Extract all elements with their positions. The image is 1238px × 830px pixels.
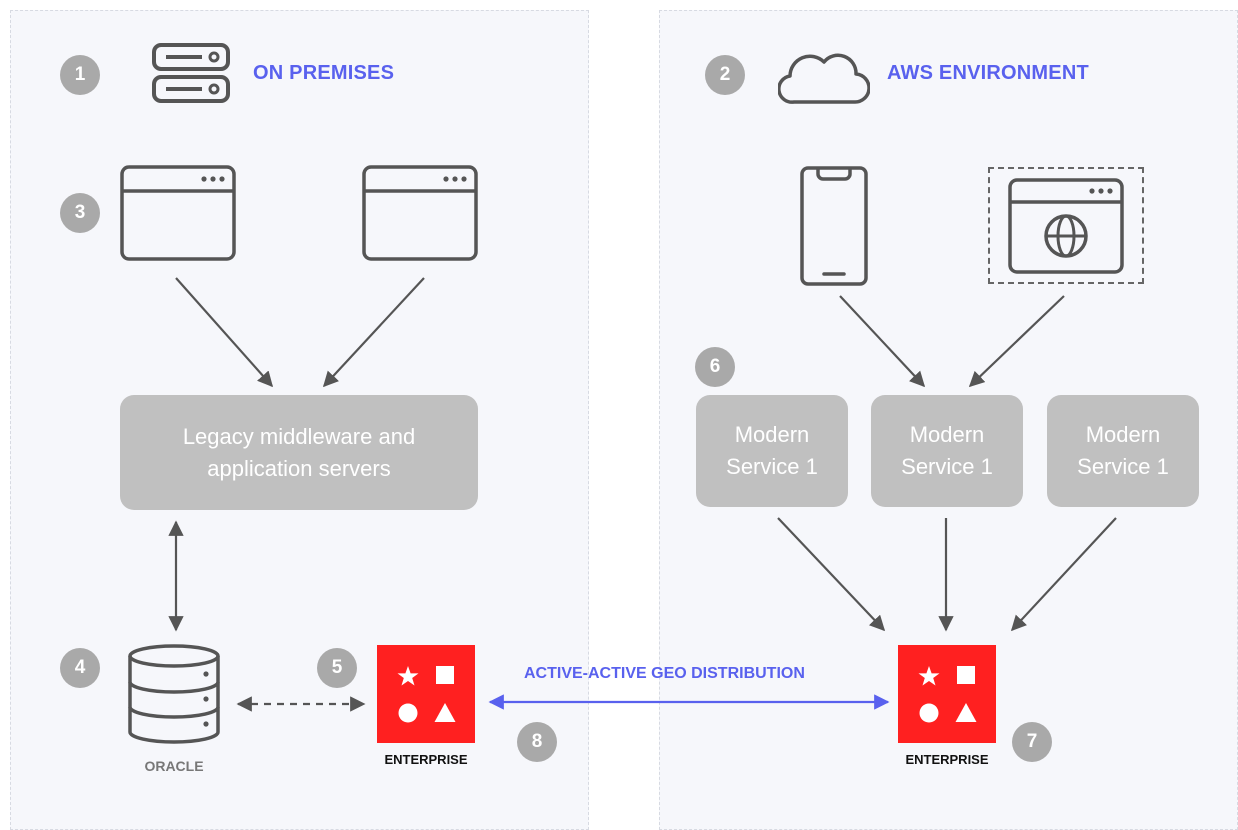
step-badge-2: 2 bbox=[705, 55, 745, 95]
legacy-middleware-label: Legacy middleware and application server… bbox=[182, 423, 416, 481]
database-icon bbox=[128, 644, 220, 744]
modern-service-label: Modern Service 1 bbox=[1077, 422, 1169, 479]
arrow-service1-to-enterprise bbox=[777, 517, 886, 632]
step-badge-7: 7 bbox=[1012, 722, 1052, 762]
geo-distribution-label: ACTIVE-ACTIVE GEO DISTRIBUTION bbox=[524, 665, 805, 682]
server-icon bbox=[152, 43, 230, 103]
arrow-browser2-to-middleware bbox=[322, 277, 425, 388]
arrow-web-to-service bbox=[968, 295, 1065, 388]
aws-environment-title: AWS ENVIRONMENT bbox=[887, 62, 1089, 84]
cloud-icon bbox=[778, 53, 870, 104]
arrow-phone-to-service bbox=[839, 295, 926, 388]
browser-window-icon bbox=[120, 165, 236, 261]
oracle-label: ORACLE bbox=[144, 758, 204, 774]
enterprise-logo-onprem bbox=[377, 645, 475, 743]
shapes-logo-icon bbox=[918, 666, 977, 723]
arrow-service3-to-enterprise bbox=[1010, 517, 1117, 632]
enterprise-label-aws: ENTERPRISE bbox=[905, 752, 989, 767]
step-badge-5: 5 bbox=[317, 648, 357, 688]
shapes-logo-icon bbox=[397, 666, 456, 723]
step-badge-3: 3 bbox=[60, 193, 100, 233]
on-premises-title: ON PREMISES bbox=[253, 62, 395, 84]
arrow-browser1-to-middleware bbox=[175, 277, 274, 388]
modern-service-box: Modern Service 1 bbox=[1047, 395, 1199, 507]
enterprise-label-onprem: ENTERPRISE bbox=[384, 752, 468, 767]
step-badge-8: 8 bbox=[517, 722, 557, 762]
modern-service-box: Modern Service 1 bbox=[871, 395, 1023, 507]
step-badge-1: 1 bbox=[60, 55, 100, 95]
web-app-frame bbox=[988, 167, 1144, 284]
web-globe-icon bbox=[1008, 178, 1124, 274]
modern-service-box: Modern Service 1 bbox=[696, 395, 848, 507]
browser-window-icon bbox=[362, 165, 478, 261]
enterprise-logo-aws bbox=[898, 645, 996, 743]
mobile-phone-icon bbox=[800, 166, 868, 286]
step-badge-6: 6 bbox=[695, 347, 735, 387]
step-badge-4: 4 bbox=[60, 648, 100, 688]
modern-service-label: Modern Service 1 bbox=[901, 422, 993, 479]
modern-service-label: Modern Service 1 bbox=[726, 422, 818, 479]
legacy-middleware-box: Legacy middleware and application server… bbox=[120, 395, 478, 510]
